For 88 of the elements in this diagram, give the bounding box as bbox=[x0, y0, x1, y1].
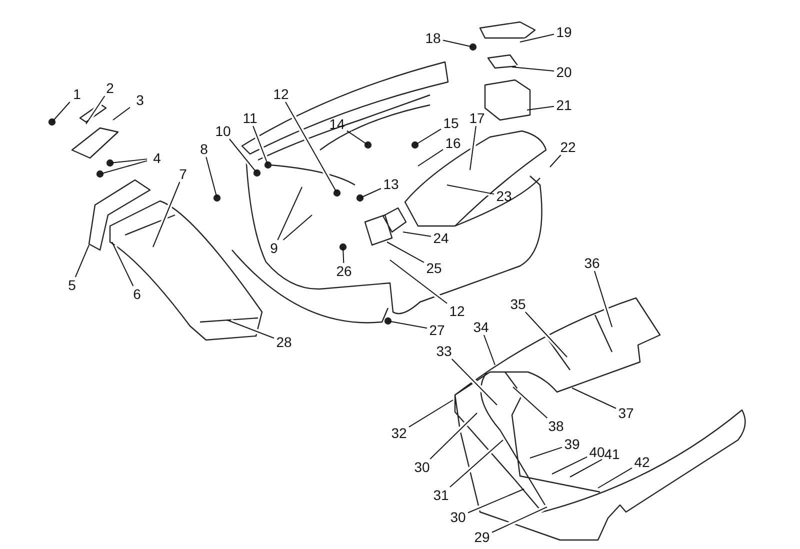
leader-line bbox=[552, 456, 588, 474]
leader-line bbox=[414, 128, 442, 146]
callout-number: 1 bbox=[67, 86, 87, 102]
callout-number: 34 bbox=[471, 319, 491, 335]
leader-line bbox=[360, 188, 382, 198]
callout-number: 12 bbox=[447, 303, 467, 319]
leader-line bbox=[468, 488, 524, 514]
leader-line bbox=[442, 40, 474, 48]
leader-line bbox=[388, 320, 428, 329]
callout-number: 38 bbox=[546, 418, 566, 434]
callout-number: 20 bbox=[554, 64, 574, 80]
callout-number: 6 bbox=[127, 286, 147, 302]
leader-line bbox=[418, 149, 444, 166]
leader-line bbox=[86, 96, 106, 124]
leader-line bbox=[386, 242, 424, 263]
callout-number: 15 bbox=[441, 115, 461, 131]
callout-number: 24 bbox=[431, 230, 451, 246]
leader-line bbox=[450, 440, 504, 488]
leader-line bbox=[430, 412, 478, 460]
leader-line bbox=[252, 126, 268, 166]
leader-line bbox=[520, 34, 554, 42]
callout-number: 14 bbox=[327, 116, 347, 132]
leader-line bbox=[152, 182, 180, 248]
leader-line bbox=[451, 358, 498, 406]
callout-number: 10 bbox=[213, 123, 233, 139]
callout-number: 19 bbox=[554, 24, 574, 40]
leader-line bbox=[408, 400, 454, 428]
leader-line bbox=[446, 184, 494, 195]
leader-line bbox=[598, 467, 632, 488]
callout-number: 30 bbox=[448, 509, 468, 525]
leader-line bbox=[594, 270, 612, 328]
leader-line bbox=[285, 102, 338, 194]
callout-number: 28 bbox=[274, 334, 294, 350]
leader-line bbox=[390, 260, 448, 304]
leader-line bbox=[112, 106, 130, 120]
callout-number: 22 bbox=[558, 139, 578, 155]
callout-number: 4 bbox=[147, 150, 167, 166]
leader-line bbox=[402, 232, 432, 237]
leader-line bbox=[74, 244, 90, 278]
leader-line bbox=[470, 126, 476, 170]
leader-line bbox=[512, 386, 548, 418]
leader-line bbox=[550, 154, 562, 168]
leader-line bbox=[483, 334, 496, 366]
leader-line bbox=[570, 458, 602, 478]
callout-number: 12 bbox=[271, 86, 291, 102]
leader-line bbox=[226, 320, 274, 339]
leader-line bbox=[112, 242, 134, 286]
leader-line bbox=[572, 388, 616, 409]
callout-number: 42 bbox=[632, 454, 652, 470]
callout-number: 2 bbox=[100, 80, 120, 96]
leader-line bbox=[526, 106, 554, 110]
leader-line bbox=[492, 506, 548, 533]
leader-line bbox=[206, 156, 218, 198]
leader-line bbox=[346, 130, 368, 146]
callout-number: 13 bbox=[381, 176, 401, 192]
callout-number: 11 bbox=[240, 110, 260, 126]
leader-line bbox=[524, 312, 568, 358]
callout-number: 32 bbox=[389, 425, 409, 441]
callout-number: 29 bbox=[472, 529, 492, 545]
callout-number: 7 bbox=[173, 166, 193, 182]
callout-number: 8 bbox=[194, 141, 214, 157]
callout-number: 17 bbox=[467, 110, 487, 126]
leader-line bbox=[110, 158, 148, 164]
callout-number: 18 bbox=[423, 30, 443, 46]
callout-number: 26 bbox=[334, 263, 354, 279]
leader-line bbox=[277, 186, 302, 240]
leader-line bbox=[228, 138, 258, 174]
callout-number: 39 bbox=[562, 436, 582, 452]
callout-number: 36 bbox=[582, 255, 602, 271]
leader-line bbox=[52, 102, 70, 122]
callout-number: 25 bbox=[424, 260, 444, 276]
callout-number: 16 bbox=[443, 135, 463, 151]
leader-line bbox=[512, 66, 554, 72]
callout-number: 9 bbox=[264, 240, 284, 256]
leader-line bbox=[530, 446, 562, 458]
callout-number: 35 bbox=[508, 296, 528, 312]
leader-line bbox=[342, 246, 344, 264]
callout-number: 31 bbox=[431, 487, 451, 503]
callout-number: 27 bbox=[427, 322, 447, 338]
callout-number: 5 bbox=[62, 277, 82, 293]
leader-line bbox=[100, 160, 148, 174]
callout-number: 30 bbox=[412, 459, 432, 475]
leader-line bbox=[282, 214, 312, 240]
callout-number: 3 bbox=[130, 92, 150, 108]
callout-number: 33 bbox=[434, 343, 454, 359]
callout-number: 21 bbox=[554, 97, 574, 113]
callout-number: 23 bbox=[494, 188, 514, 204]
callout-number: 37 bbox=[616, 405, 636, 421]
